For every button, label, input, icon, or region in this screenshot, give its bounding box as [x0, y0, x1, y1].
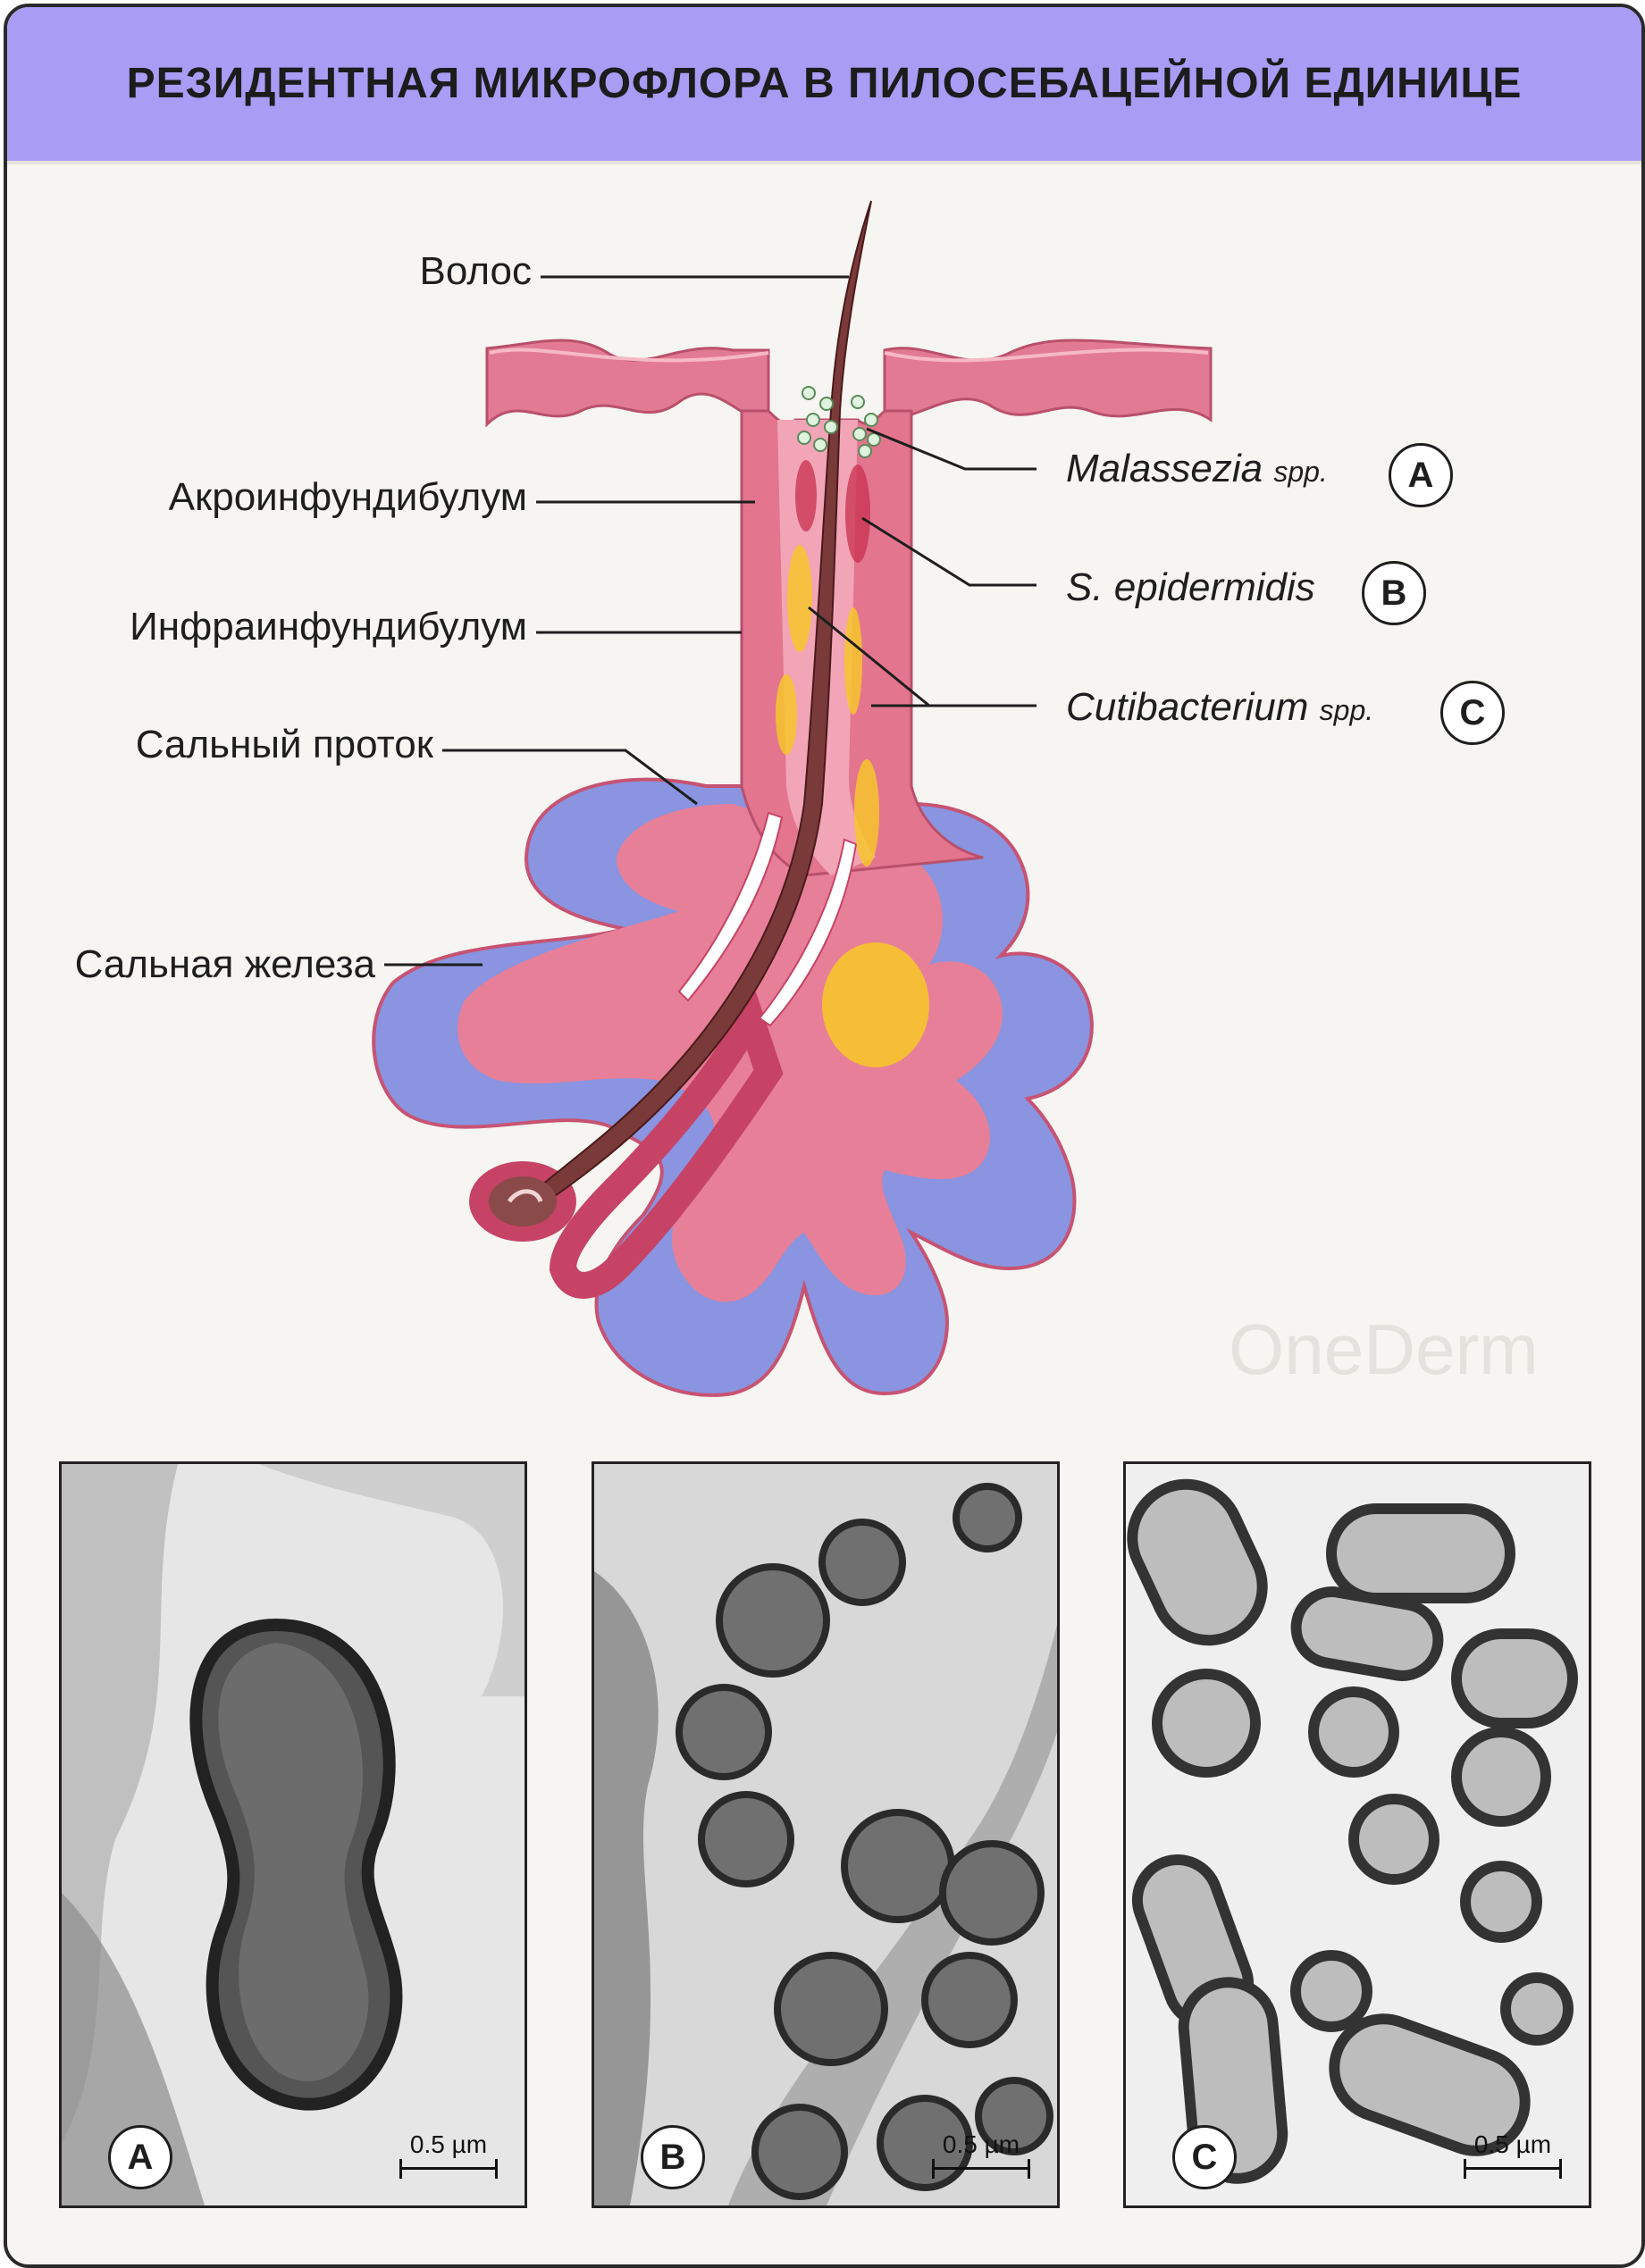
label-acroinfundibulum: Акроинфундибулум: [168, 475, 527, 519]
label-infrainfundibulum: Инфраинфундибулум: [130, 605, 527, 649]
marker-b: B: [1362, 561, 1426, 625]
leader-duct: [442, 749, 698, 806]
label-sebaceous-duct: Сальный проток: [135, 723, 433, 766]
leader-malassezia: [866, 427, 1037, 471]
staphylococcus-cells: [676, 1483, 1053, 2200]
sebum-center: [822, 942, 929, 1067]
leader-sepidermidis: [861, 516, 1037, 587]
s-epidermidis-zone: [795, 460, 817, 531]
label-cutibacterium: Cutibacterium spp.: [1066, 685, 1374, 729]
page-title: РЕЗИДЕНТНАЯ МИКРОФЛОРА В ПИЛОСЕБАЦЕЙНОЙ …: [126, 60, 1523, 107]
scale-bar-b: 0.5 µm: [932, 2130, 1030, 2179]
photo-marker-b: B: [641, 2125, 705, 2189]
watermark-logo: OneDerm: [1229, 1310, 1539, 1389]
micrograph-c: C 0.5 µm: [1123, 1461, 1591, 2208]
photo-marker-a: A: [108, 2125, 172, 2189]
micrograph-b: B 0.5 µm: [592, 1461, 1060, 2208]
label-s-epidermidis: S. epidermidis: [1066, 565, 1315, 609]
header-bar: РЕЗИДЕНТНАЯ МИКРОФЛОРА В ПИЛОСЕБАЦЕЙНОЙ …: [7, 7, 1641, 164]
photo-marker-c: C: [1172, 2125, 1237, 2189]
micrograph-a: A 0.5 µm: [59, 1461, 527, 2208]
label-hair: Волос: [419, 249, 533, 293]
scale-bar-c: 0.5 µm: [1464, 2130, 1562, 2179]
label-malassezia: Malassezia spp.: [1066, 447, 1328, 490]
scale-bar-a: 0.5 µm: [399, 2130, 498, 2179]
malassezia-cluster: [797, 386, 881, 458]
epidermis: [485, 339, 770, 428]
marker-a: A: [1389, 443, 1453, 507]
label-sebaceous-gland: Сальная железа: [74, 942, 375, 986]
marker-c: C: [1440, 681, 1505, 745]
cutibacterium-cells: [1127, 1478, 1578, 2184]
cutibacterium-zone: [787, 545, 812, 652]
